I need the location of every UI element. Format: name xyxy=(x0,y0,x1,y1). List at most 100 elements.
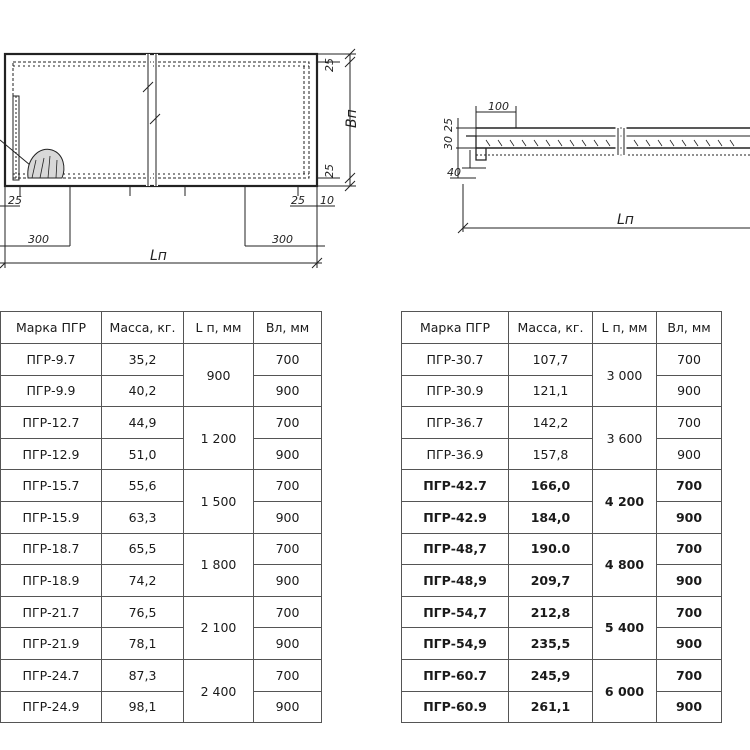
cell-mass: 209,7 xyxy=(508,564,593,597)
cell-mark: ПГР-60.9 xyxy=(401,690,509,724)
table-row: ПГР-15.7 55,6 1 500 700 xyxy=(0,469,322,534)
table-row: ПГР-18.7 65,5 1 800 700 xyxy=(0,532,322,597)
cell-length: 6 000 xyxy=(592,658,657,724)
cell-width: 700 xyxy=(253,658,322,692)
table-row: ПГР-12.7 44,9 1 200 700 xyxy=(0,406,322,471)
cell-mass: 121,1 xyxy=(508,374,593,408)
cell-width: 700 xyxy=(656,532,722,566)
cell-mark: ПГР-30.7 xyxy=(401,343,509,376)
cell-width: 700 xyxy=(656,343,722,376)
table-row: ПГР-30.9 121,1 900 xyxy=(401,374,722,408)
cell-length: 4 800 xyxy=(592,532,657,597)
dim-25-bottom: 25 xyxy=(323,164,336,178)
table-row: ПГР-48,7 190.0 4 800 700 xyxy=(401,532,722,597)
cell-width: 900 xyxy=(656,500,722,534)
dim-300-right: 300 xyxy=(272,233,293,246)
cell-mark: ПГР-42.9 xyxy=(401,500,509,534)
cell-length: 1 200 xyxy=(183,406,254,471)
cell-mass: 184,0 xyxy=(508,500,593,534)
cell-width: 900 xyxy=(656,627,722,660)
cell-mark: ПГР-48,7 xyxy=(401,532,509,566)
cell-mark: ПГР-30.9 xyxy=(401,374,509,408)
cell-mark: ПГР-36.7 xyxy=(401,406,509,439)
cell-width: 900 xyxy=(253,627,322,660)
cell-width: 700 xyxy=(253,595,322,629)
header-length: L п, мм xyxy=(183,311,254,344)
cell-width: 900 xyxy=(253,500,322,534)
cell-mass: 87,3 xyxy=(101,658,184,692)
cell-mass: 65,5 xyxy=(101,532,184,566)
table-row: ПГР-9.7 35,2 900 700 xyxy=(0,342,322,408)
cell-mark: ПГР-15.9 xyxy=(0,500,102,534)
cell-mark: ПГР-9.7 xyxy=(0,343,102,376)
cell-mass: 74,2 xyxy=(101,564,184,597)
header-mass: Масса, кг. xyxy=(101,311,184,344)
cell-mark: ПГР-9.9 xyxy=(0,374,102,408)
dim-100: 100 xyxy=(488,100,509,113)
table-row: ПГР-9.9 40,2 900 xyxy=(0,374,322,408)
cell-width: 700 xyxy=(253,532,322,566)
table-row: ПГР-24.7 87,3 2 400 700 xyxy=(0,658,322,724)
table-row: ПГР-54,9 235,5 900 xyxy=(401,627,722,660)
cell-mark: ПГР-21.7 xyxy=(0,595,102,629)
cell-mass: 107,7 xyxy=(508,343,593,376)
cell-mass: 51,0 xyxy=(101,437,184,471)
cell-width: 700 xyxy=(253,406,322,439)
cell-length: 3 600 xyxy=(592,406,657,471)
cell-mass: 245,9 xyxy=(508,658,593,692)
table-row: ПГР-21.9 78,1 900 xyxy=(0,627,322,660)
cell-mark: ПГР-60.7 xyxy=(401,658,509,692)
cell-mark: ПГР-36.9 xyxy=(401,437,509,471)
dim-ln-section: Lп xyxy=(617,212,634,228)
cell-mark: ПГР-24.7 xyxy=(0,658,102,692)
cell-mass: 78,1 xyxy=(101,627,184,660)
cell-mark: ПГР-18.9 xyxy=(0,564,102,597)
cell-mark: ПГР-21.9 xyxy=(0,627,102,660)
dim-25-top: 25 xyxy=(323,58,336,72)
cell-length: 5 400 xyxy=(592,595,657,660)
table-row: ПГР-36.9 157,8 900 xyxy=(401,437,722,471)
dim-bn: Вп xyxy=(344,109,360,128)
cell-length: 3 000 xyxy=(592,342,657,408)
cell-mass: 166,0 xyxy=(508,469,593,502)
dim-25-section: 25 xyxy=(442,118,455,132)
cell-mark: ПГР-42.7 xyxy=(401,469,509,502)
dim-40: 40 xyxy=(447,166,461,179)
cell-width: 700 xyxy=(656,469,722,502)
cell-width: 700 xyxy=(656,406,722,439)
dim-10: 10 xyxy=(320,194,334,207)
cell-mass: 142,2 xyxy=(508,406,593,439)
dim-30: 30 xyxy=(442,136,455,150)
technical-drawing: 25 Вп 25 25 25 10 300 300 Lп xyxy=(0,48,750,269)
cell-mark: ПГР-54,7 xyxy=(401,595,509,629)
cell-mark: ПГР-12.9 xyxy=(0,437,102,471)
cell-length: 4 200 xyxy=(592,469,657,534)
cell-mass: 157,8 xyxy=(508,437,593,471)
dim-25-right: 25 xyxy=(291,194,305,207)
cell-mark: ПГР-15.7 xyxy=(0,469,102,502)
cell-length: 1 500 xyxy=(183,469,254,534)
cell-mass: 76,5 xyxy=(101,595,184,629)
cell-width: 700 xyxy=(656,658,722,692)
cell-mass: 44,9 xyxy=(101,406,184,439)
cell-width: 900 xyxy=(253,564,322,597)
cell-mark: ПГР-18.7 xyxy=(0,532,102,566)
cell-width: 900 xyxy=(253,437,322,471)
table-row: ПГР-30.7 107,7 3 000 700 xyxy=(401,342,722,408)
table-row: ПГР-21.7 76,5 2 100 700 xyxy=(0,595,322,660)
cell-width: 900 xyxy=(656,690,722,724)
table-row: ПГР-18.9 74,2 900 xyxy=(0,564,322,597)
header-width: Вл, мм xyxy=(253,311,322,344)
header-width: Вл, мм xyxy=(656,311,722,344)
table-header-row: Марка ПГР Масса, кг. L п, мм Вл, мм xyxy=(0,311,322,344)
cell-width: 900 xyxy=(253,690,322,724)
cell-mass: 212,8 xyxy=(508,595,593,629)
table-row: ПГР-60.7 245,9 6 000 700 xyxy=(401,658,722,724)
cell-width: 700 xyxy=(253,469,322,502)
section-view xyxy=(450,106,750,234)
table-row: ПГР-60.9 261,1 900 xyxy=(401,690,722,724)
cell-mass: 235,5 xyxy=(508,627,593,660)
table-header-row: Марка ПГР Масса, кг. L п, мм Вл, мм xyxy=(401,311,722,344)
spec-table-left: Марка ПГР Масса, кг. L п, мм Вл, мм ПГР-… xyxy=(0,311,322,724)
header-mass: Масса, кг. xyxy=(508,311,593,344)
